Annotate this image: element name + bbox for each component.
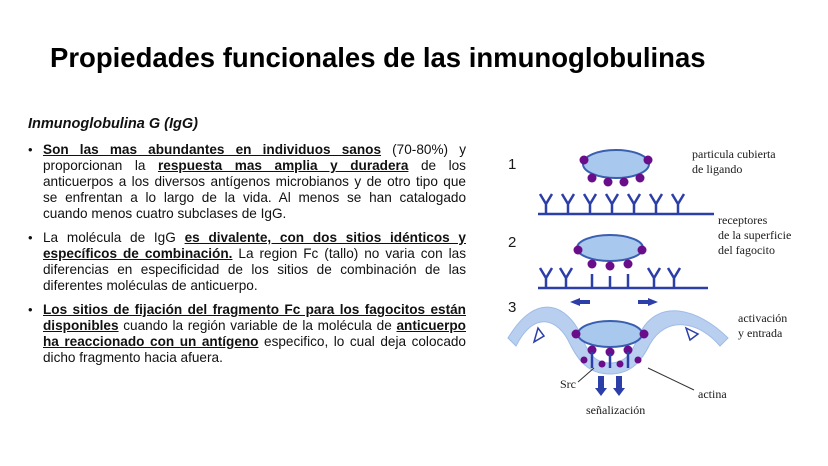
- step-3-entry-arrows: [532, 326, 700, 344]
- label-activation-line2: y entrada: [738, 326, 783, 340]
- bullet-text: de los anticuerpos a los diversos antíge…: [43, 158, 466, 221]
- bullet-item: • La molécula de IgG es divalente, con do…: [26, 230, 466, 294]
- step-1-membrane-receptors: [538, 193, 714, 216]
- label-particle-line1: particula cubierta: [692, 147, 776, 161]
- label-signaling: señalización: [586, 403, 645, 417]
- label-receptors-line1: receptores: [718, 213, 768, 227]
- emphasis-text: Los sitios de fijación del fragmento Fc …: [43, 302, 466, 333]
- bullet-text: cuando la región variable de la molécula…: [118, 318, 397, 333]
- bullet-dot-icon: •: [28, 302, 33, 317]
- emphasis-text: anticuerpo ha reaccionado con un antígen…: [43, 318, 466, 349]
- label-receptors-line3: del fagocito: [718, 243, 775, 257]
- label-particle-line2: de ligando: [692, 162, 742, 176]
- step-3-src-kinases: [580, 356, 642, 368]
- step-2-arrows: [570, 298, 658, 306]
- label-src: Src: [560, 377, 576, 391]
- step-1-particle: [579, 149, 653, 187]
- bullet-dot-icon: •: [28, 142, 33, 157]
- signaling-arrows: [595, 376, 625, 396]
- phagocytosis-diagram: 1 2 3: [507, 147, 791, 417]
- leader-lines: [577, 367, 695, 391]
- slide-title: Propiedades funcionales de las inmunoglo…: [50, 42, 706, 73]
- step-3-particle: [571, 320, 649, 357]
- emphasis-text: es divalente, con dos sitios idénticos y…: [43, 230, 466, 261]
- step-3-receptors: [590, 352, 630, 368]
- slide-subtitle: Inmunoglobulina G (IgG): [28, 116, 198, 132]
- bullet-item: • Son las mas abundantes en individuos sa…: [26, 142, 466, 222]
- label-receptors-line2: de la superficie: [718, 228, 791, 242]
- bullet-item: • Los sitios de fijación del fragmento Fc…: [26, 302, 466, 366]
- label-actin: actina: [698, 387, 727, 401]
- bullet-dot-icon: •: [28, 230, 33, 245]
- step-2-particle: [573, 234, 647, 271]
- step-number-3: 3: [508, 299, 516, 316]
- emphasis-text: Son las mas abundantes en individuos san…: [43, 142, 382, 157]
- step-2-membrane-receptors: [538, 267, 708, 290]
- bullet-text: (70-80%) y proporcionan la: [43, 142, 466, 173]
- bullet-list: • Son las mas abundantes en individuos sa…: [26, 142, 466, 374]
- bullet-text: La molécula de IgG: [43, 230, 185, 245]
- bullet-text: La region Fc (tallo) no varia con las di…: [43, 246, 466, 293]
- bullet-text: especifico, lo cual deja colocado dicho …: [43, 334, 466, 365]
- step-number-2: 2: [508, 234, 516, 251]
- step-number-1: 1: [508, 156, 516, 173]
- emphasis-text: respuesta mas amplia y duradera: [158, 158, 409, 173]
- label-activation-line1: activación: [738, 311, 787, 325]
